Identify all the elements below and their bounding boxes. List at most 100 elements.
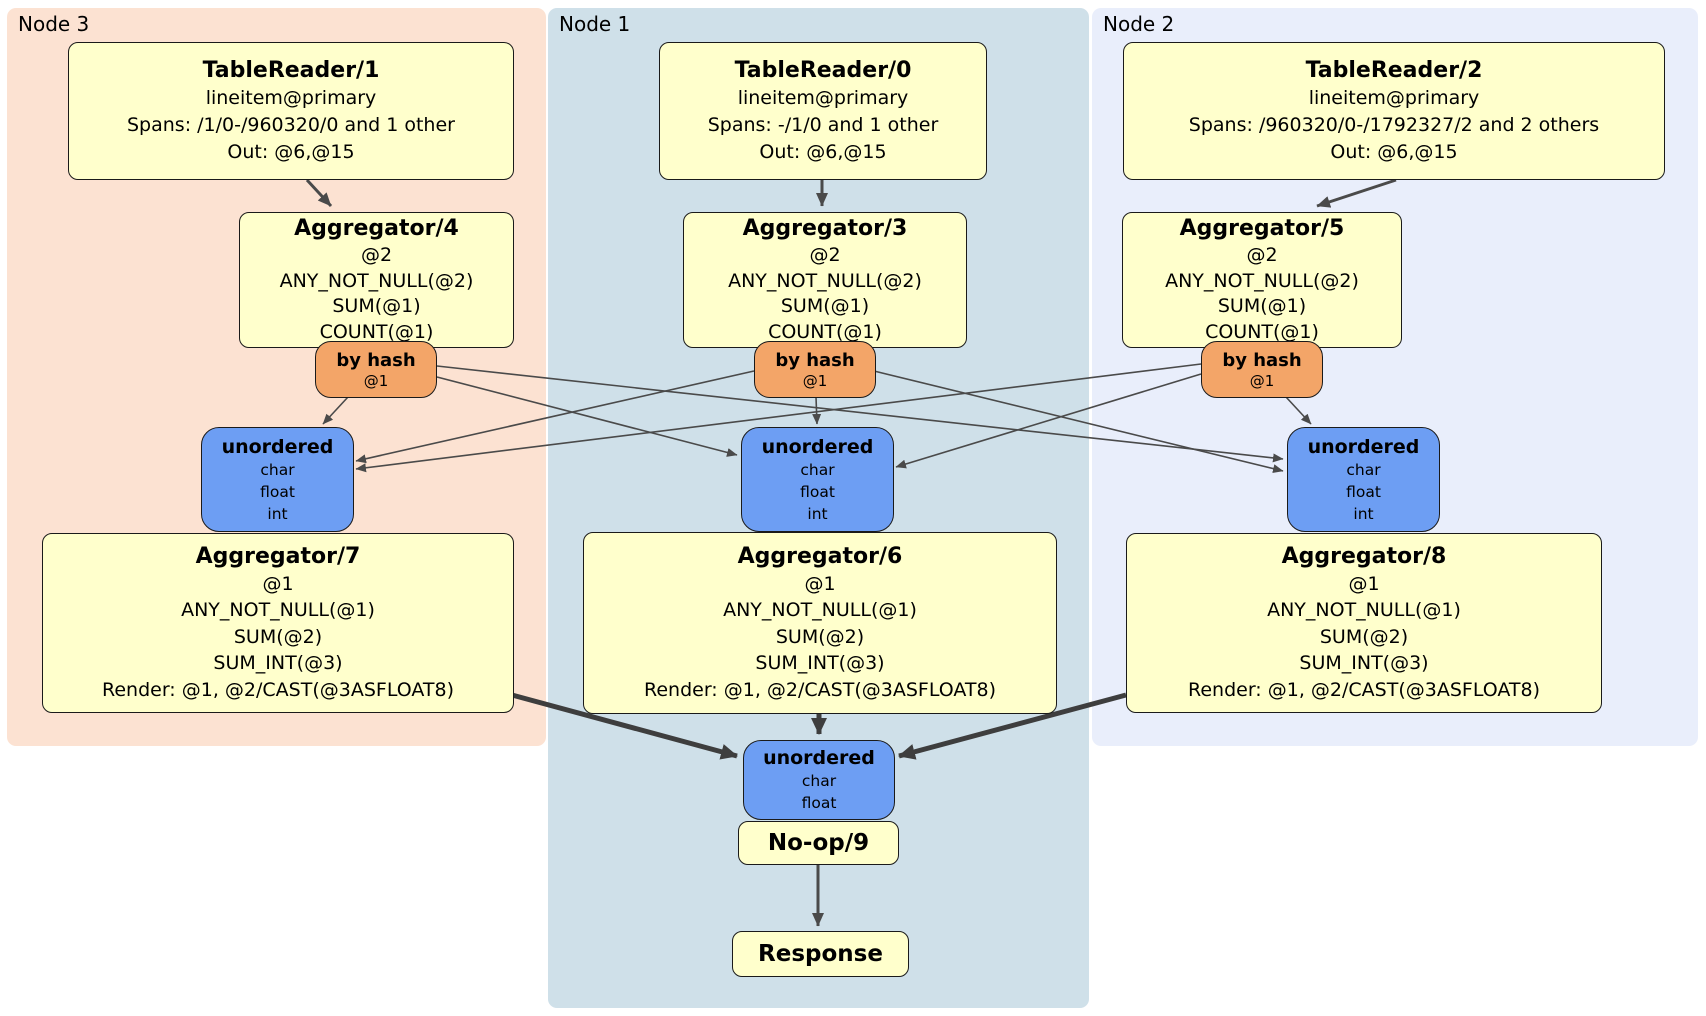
processor-line: SUM(@2) — [233, 625, 323, 648]
node-group-label: Node 1 — [559, 12, 631, 36]
processor-line: ANY_NOT_NULL(@1) — [181, 599, 375, 622]
processor-line: lineitem@primary — [737, 86, 909, 109]
sync-stream-type: char — [1346, 460, 1381, 479]
processor-line: Out: @6,@15 — [759, 140, 887, 163]
sync-stream-type: char — [801, 772, 837, 790]
sync-stream-type: int — [807, 504, 828, 523]
processor-line: ANY_NOT_NULL(@2) — [1165, 269, 1359, 292]
edge-byhash2-unordered1 — [895, 373, 1202, 469]
processor-line: SUM(@2) — [1319, 625, 1409, 648]
sync-label: unordered — [763, 747, 875, 769]
processor-line: @2 — [360, 244, 393, 266]
processor-line: Spans: /960320/0-/1792327/2 and 2 others — [1188, 113, 1600, 136]
edge-byhash2-unordered3 — [355, 363, 1202, 473]
processor-title: Aggregator/4 — [294, 216, 459, 241]
processor-line: Render: @1, @2/CAST(@3ASFLOAT8) — [644, 678, 996, 701]
router-by-hash-node1: by hash @1 — [754, 341, 876, 398]
processor-line: lineitem@primary — [1308, 86, 1480, 109]
processor-line: ANY_NOT_NULL(@2) — [279, 269, 474, 292]
processor-title: Aggregator/6 — [737, 543, 903, 569]
sync-unordered-node1: unordered char float int — [741, 427, 894, 532]
sync-label: unordered — [761, 435, 874, 458]
processor-aggregator-7: Aggregator/7 @1 ANY_NOT_NULL(@1) SUM(@2)… — [42, 533, 514, 713]
processor-tablereader-1: TableReader/1 lineitem@primary Spans: /1… — [68, 42, 514, 180]
edge-aggregator8-final-sync — [898, 692, 1127, 760]
processor-line: ANY_NOT_NULL(@1) — [723, 599, 917, 622]
processor-title: Aggregator/5 — [1179, 216, 1345, 241]
processor-no-op-9: No-op/9 — [738, 821, 899, 865]
processor-line: COUNT(@1) — [768, 320, 882, 343]
sync-stream-type: float — [260, 482, 295, 501]
edge-byhash3-unordered3 — [322, 396, 349, 425]
sync-unordered-node3: unordered char float int — [201, 427, 354, 532]
edge-aggregator7-final-sync — [511, 692, 738, 760]
processor-line: COUNT(@1) — [1205, 320, 1319, 343]
processor-line: ANY_NOT_NULL(@1) — [1267, 599, 1461, 622]
router-label: by hash — [775, 349, 855, 371]
processor-line: COUNT(@1) — [319, 320, 434, 343]
edge-byhash1-unordered3 — [355, 370, 755, 464]
processor-line: Render: @1, @2/CAST(@3ASFLOAT8) — [1188, 678, 1540, 701]
processor-line: SUM_INT(@3) — [1299, 652, 1429, 675]
processor-line: SUM(@1) — [1217, 295, 1307, 317]
processor-line: @1 — [804, 572, 836, 595]
sync-stream-type: float — [800, 482, 835, 501]
processor-title: Aggregator/3 — [742, 216, 908, 241]
sync-unordered-node2: unordered char float int — [1287, 427, 1440, 532]
edge-byhash1-unordered1 — [812, 396, 822, 425]
router-label: by hash — [336, 349, 416, 371]
router-hash-key: @1 — [802, 371, 828, 390]
processor-line: Out: @6,@15 — [1330, 140, 1458, 163]
edge-byhash1-unordered2 — [873, 370, 1284, 473]
processor-line: Render: @1, @2/CAST(@3ASFLOAT8) — [102, 678, 454, 701]
processor-line: Spans: -/1/0 and 1 other — [707, 113, 939, 136]
router-by-hash-node2: by hash @1 — [1201, 341, 1323, 398]
sync-label: unordered — [1307, 435, 1420, 458]
processor-aggregator-6: Aggregator/6 @1 ANY_NOT_NULL(@1) SUM(@2)… — [583, 532, 1057, 714]
processor-tablereader-2: TableReader/2 lineitem@primary Spans: /9… — [1123, 42, 1665, 180]
processor-title: No-op/9 — [767, 830, 870, 856]
processor-aggregator-3: Aggregator/3 @2 ANY_NOT_NULL(@2) SUM(@1)… — [683, 212, 967, 348]
processor-line: @1 — [262, 572, 294, 595]
processor-line: @2 — [1246, 244, 1278, 266]
sync-stream-type: int — [267, 504, 288, 523]
edge-tablereader2-aggregator5 — [1316, 178, 1397, 208]
sync-stream-type: char — [260, 460, 295, 479]
router-label: by hash — [1222, 349, 1302, 371]
router-hash-key: @1 — [363, 371, 389, 390]
edge-byhash2-unordered2 — [1285, 396, 1312, 425]
processor-aggregator-4: Aggregator/4 @2 ANY_NOT_NULL(@2) SUM(@1)… — [239, 212, 514, 348]
edge-tablereader1-aggregator4 — [305, 178, 333, 208]
processor-response: Response — [732, 931, 909, 977]
processor-aggregator-5: Aggregator/5 @2 ANY_NOT_NULL(@2) SUM(@1)… — [1122, 212, 1402, 348]
sync-stream-type: int — [1353, 504, 1374, 523]
node-group-label: Node 2 — [1103, 12, 1175, 36]
processor-tablereader-0: TableReader/0 lineitem@primary Spans: -/… — [659, 42, 987, 180]
processor-line: ANY_NOT_NULL(@2) — [728, 269, 922, 292]
processor-line: SUM_INT(@3) — [213, 652, 343, 675]
processor-line: SUM_INT(@3) — [755, 652, 885, 675]
processor-title: Response — [758, 941, 883, 967]
processor-line: SUM(@1) — [332, 295, 421, 317]
edge-byhash3-unordered1 — [436, 376, 738, 457]
processor-aggregator-8: Aggregator/8 @1 ANY_NOT_NULL(@1) SUM(@2)… — [1126, 533, 1602, 713]
processor-title: Aggregator/8 — [1281, 543, 1447, 569]
edge-byhash3-unordered2 — [436, 365, 1284, 463]
processor-line: SUM(@2) — [775, 625, 865, 648]
router-hash-key: @1 — [1249, 371, 1275, 390]
node-group-label: Node 3 — [18, 12, 90, 36]
router-by-hash-node3: by hash @1 — [315, 341, 437, 398]
sync-label: unordered — [221, 435, 334, 458]
processor-line: Out: @6,@15 — [227, 140, 355, 163]
processor-line: SUM(@1) — [780, 295, 870, 317]
processor-title: TableReader/1 — [202, 57, 380, 83]
processor-line: @2 — [809, 244, 841, 266]
sync-stream-type: char — [800, 460, 835, 479]
processor-line: Spans: /1/0-/960320/0 and 1 other — [127, 113, 455, 136]
sync-stream-type: float — [1346, 482, 1381, 501]
processor-line: lineitem@primary — [205, 86, 377, 109]
processor-title: TableReader/0 — [734, 57, 912, 83]
sync-stream-type: float — [801, 794, 837, 812]
processor-line: @1 — [1348, 572, 1380, 595]
